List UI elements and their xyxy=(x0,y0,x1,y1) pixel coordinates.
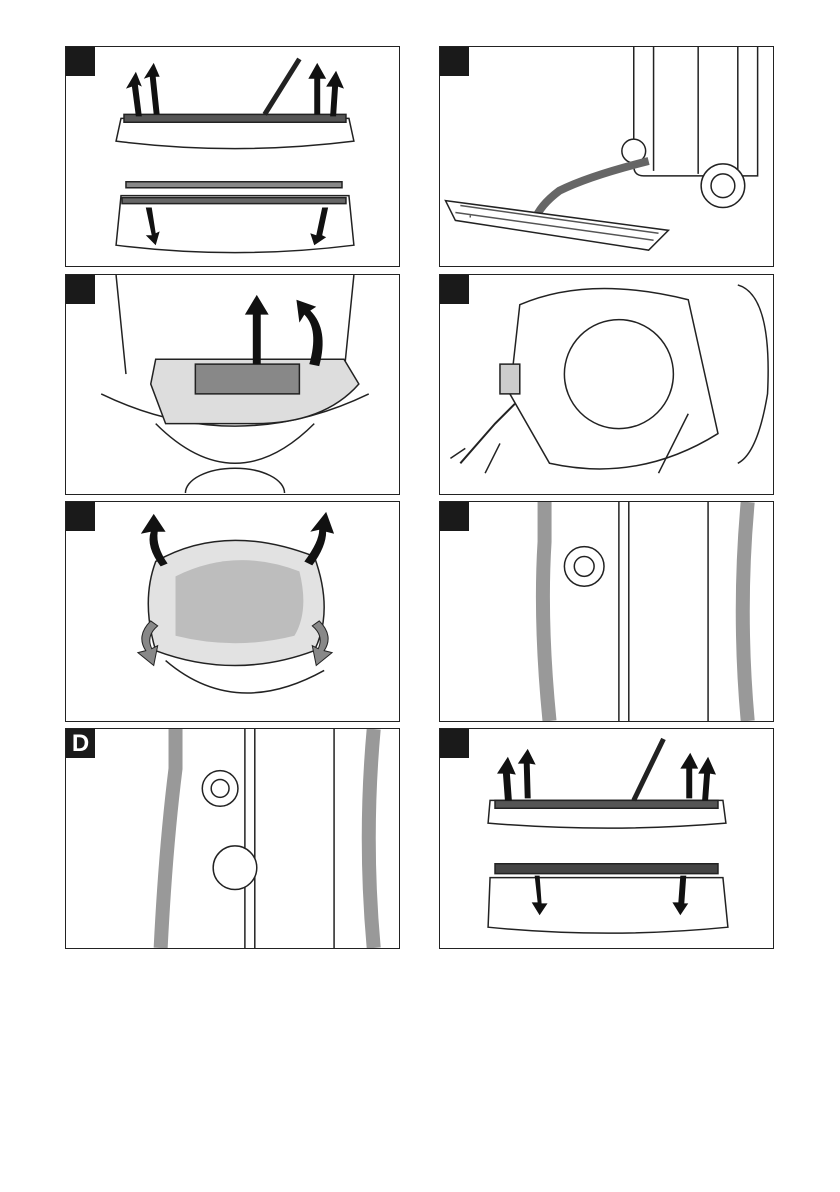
illustration-panel-brush-removal xyxy=(65,46,400,267)
illustration-panel-vacuum-grid xyxy=(439,46,774,267)
illustration-panel-filter-removal xyxy=(65,274,400,495)
nozzle-brush-illustration xyxy=(66,47,399,266)
illustration-panel-brush-replace xyxy=(439,728,774,949)
brush-replace-illustration xyxy=(440,729,773,948)
illustration-panel-d: D xyxy=(65,728,400,949)
panel-label xyxy=(66,47,95,76)
side-sockets-illustration xyxy=(66,729,399,948)
panel-label xyxy=(440,47,469,76)
illustration-panel-cover xyxy=(65,501,400,722)
filter-lift-illustration xyxy=(66,275,399,494)
vacuum-hose-illustration xyxy=(440,47,773,266)
illustration-panel-socket xyxy=(439,501,774,722)
illustration-panel-motor-head xyxy=(439,274,774,495)
panel-label xyxy=(66,502,95,531)
panel-label-d: D xyxy=(66,729,95,758)
panel-label xyxy=(440,502,469,531)
panel-label xyxy=(66,275,95,304)
panel-label xyxy=(440,729,469,758)
cover-illustration xyxy=(66,511,335,721)
socket-illustration xyxy=(440,502,773,721)
panel-label xyxy=(440,275,469,304)
motor-head-illustration xyxy=(440,275,773,494)
